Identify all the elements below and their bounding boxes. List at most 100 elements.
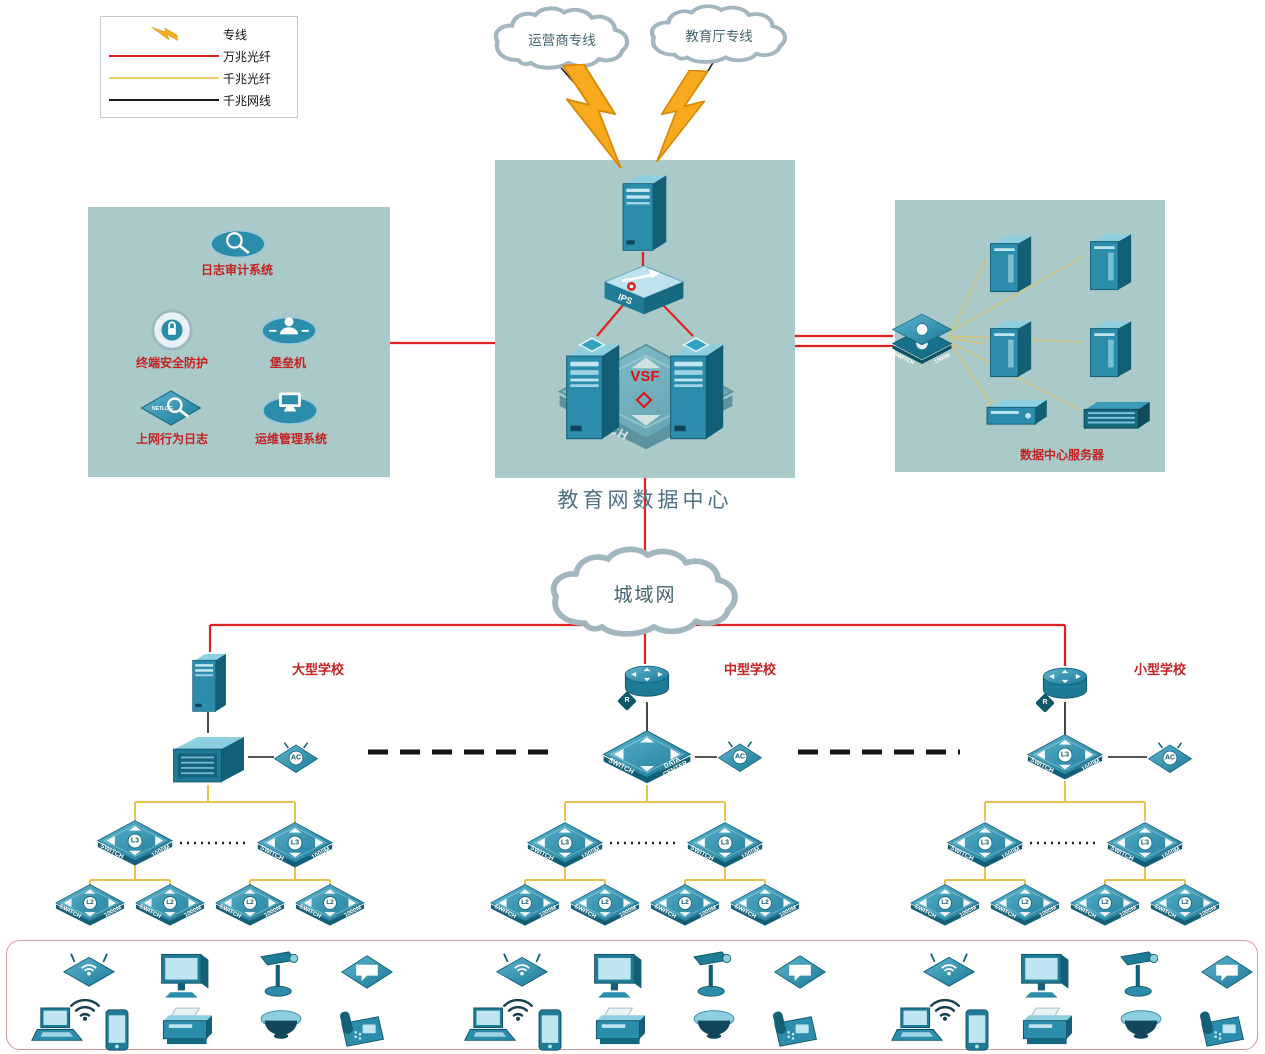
legend-item-dedicated-line: 专线 <box>105 23 293 45</box>
l3-badge: L3 <box>557 835 573 851</box>
l2-badge: L2 <box>1018 896 1032 911</box>
rack-server-icon <box>1078 400 1154 430</box>
ac-controller: AC <box>717 739 763 775</box>
ac-controller: AC <box>1147 740 1193 776</box>
lightning-icon <box>150 26 178 42</box>
legend-label: 千兆网线 <box>223 93 272 108</box>
netlog-icon: NETLOG <box>139 389 203 427</box>
man-cloud: 城域网 <box>540 546 750 640</box>
legend-label: 万兆光纤 <box>223 49 272 64</box>
bastion-host-label: 堡垒机 <box>269 356 307 370</box>
server-tower-icon <box>1085 230 1133 292</box>
smartphone-icon <box>104 1008 130 1052</box>
lightning-bolt-icon <box>655 70 709 162</box>
legend-item-1g-fiber: 千兆光纤 <box>105 67 293 89</box>
lightning-bolt-icon <box>562 64 622 168</box>
ops-management-label: 运维管理系统 <box>254 432 328 446</box>
legend-label: 千兆光纤 <box>223 71 272 86</box>
printer-icon <box>591 1006 645 1048</box>
bastion-host-icon <box>260 311 318 347</box>
ops-management-icon <box>261 387 319 427</box>
education-cloud: 教育厅专线 <box>642 4 796 66</box>
core-server-icon <box>561 333 623 443</box>
school-router-icon: R <box>1035 664 1090 713</box>
wireless-ap-icon <box>495 950 549 990</box>
man-cloud-label: 城域网 <box>613 583 677 606</box>
log-audit-icon <box>209 226 267 262</box>
l2-badge: L2 <box>83 896 97 911</box>
server-tower-icon <box>1085 317 1133 379</box>
carrier-cloud: 运营商专线 <box>486 6 638 72</box>
smartphone-icon <box>537 1008 563 1052</box>
printer-icon <box>158 1006 212 1048</box>
l2-badge: L2 <box>518 896 532 911</box>
endpoint-security-icon <box>149 307 195 353</box>
l2-badge: L2 <box>323 896 337 911</box>
router-badge: R <box>617 691 637 711</box>
l3-badge: L3 <box>1057 747 1073 763</box>
ac-controller: AC <box>273 740 319 776</box>
l3-badge: L3 <box>287 835 303 851</box>
carrier-cloud-label: 运营商专线 <box>528 33 596 49</box>
l2-badge: L2 <box>243 896 257 911</box>
education-cloud-label: 教育厅专线 <box>685 29 753 45</box>
legend-item-10g-fiber: 万兆光纤 <box>105 45 293 67</box>
message-device-icon <box>773 952 827 992</box>
ptz-camera-icon <box>1116 946 1162 1002</box>
l2-badge: L2 <box>598 896 612 911</box>
desktop-monitor-icon <box>591 952 645 1000</box>
printer-icon <box>1018 1006 1072 1048</box>
l2-badge: L2 <box>938 896 952 911</box>
server-zone-title: 数据中心服务器 <box>1019 448 1105 462</box>
dome-camera-icon <box>1118 1008 1164 1046</box>
black-line-icon <box>109 99 219 101</box>
router-badge: R <box>1035 693 1055 713</box>
l3-badge: L3 <box>717 835 733 851</box>
ac-label: AC <box>290 754 302 762</box>
school-name-small: 小型学校 <box>1133 662 1187 677</box>
wireless-ap-icon <box>62 950 116 990</box>
legend-label: 专线 <box>223 27 248 42</box>
desk-phone-icon <box>1194 1008 1246 1048</box>
l3-badge: L3 <box>977 835 993 851</box>
server-tower-icon <box>985 232 1033 294</box>
l3-badge: L3 <box>1137 835 1153 851</box>
ptz-camera-icon <box>256 946 302 1002</box>
laptop-icon <box>890 1006 944 1044</box>
desktop-monitor-icon <box>158 952 212 1000</box>
laptop-icon <box>30 1006 84 1044</box>
log-audit-label: 日志审计系统 <box>200 263 274 277</box>
wireless-ap-icon <box>922 950 976 990</box>
message-device-icon <box>1200 952 1254 992</box>
ips-device: IPS <box>602 264 686 316</box>
message-device-icon <box>340 952 394 992</box>
data-center-title: 教育网数据中心 <box>557 488 733 512</box>
dome-camera-icon <box>691 1008 737 1046</box>
desktop-monitor-icon <box>1018 952 1072 1000</box>
ac-label: AC <box>734 753 746 761</box>
l2-badge: L2 <box>678 896 692 911</box>
l2-badge: L2 <box>163 896 177 911</box>
red-line-icon <box>109 55 219 57</box>
legend-item-1g-ethernet: 千兆网线 <box>105 89 293 111</box>
ac-label: AC <box>1164 754 1176 762</box>
netlog-device-label: NETLOG <box>152 406 173 412</box>
server-tower-icon <box>985 317 1033 379</box>
netlog-label: 上网行为日志 <box>135 432 209 446</box>
laptop-icon <box>463 1006 517 1044</box>
